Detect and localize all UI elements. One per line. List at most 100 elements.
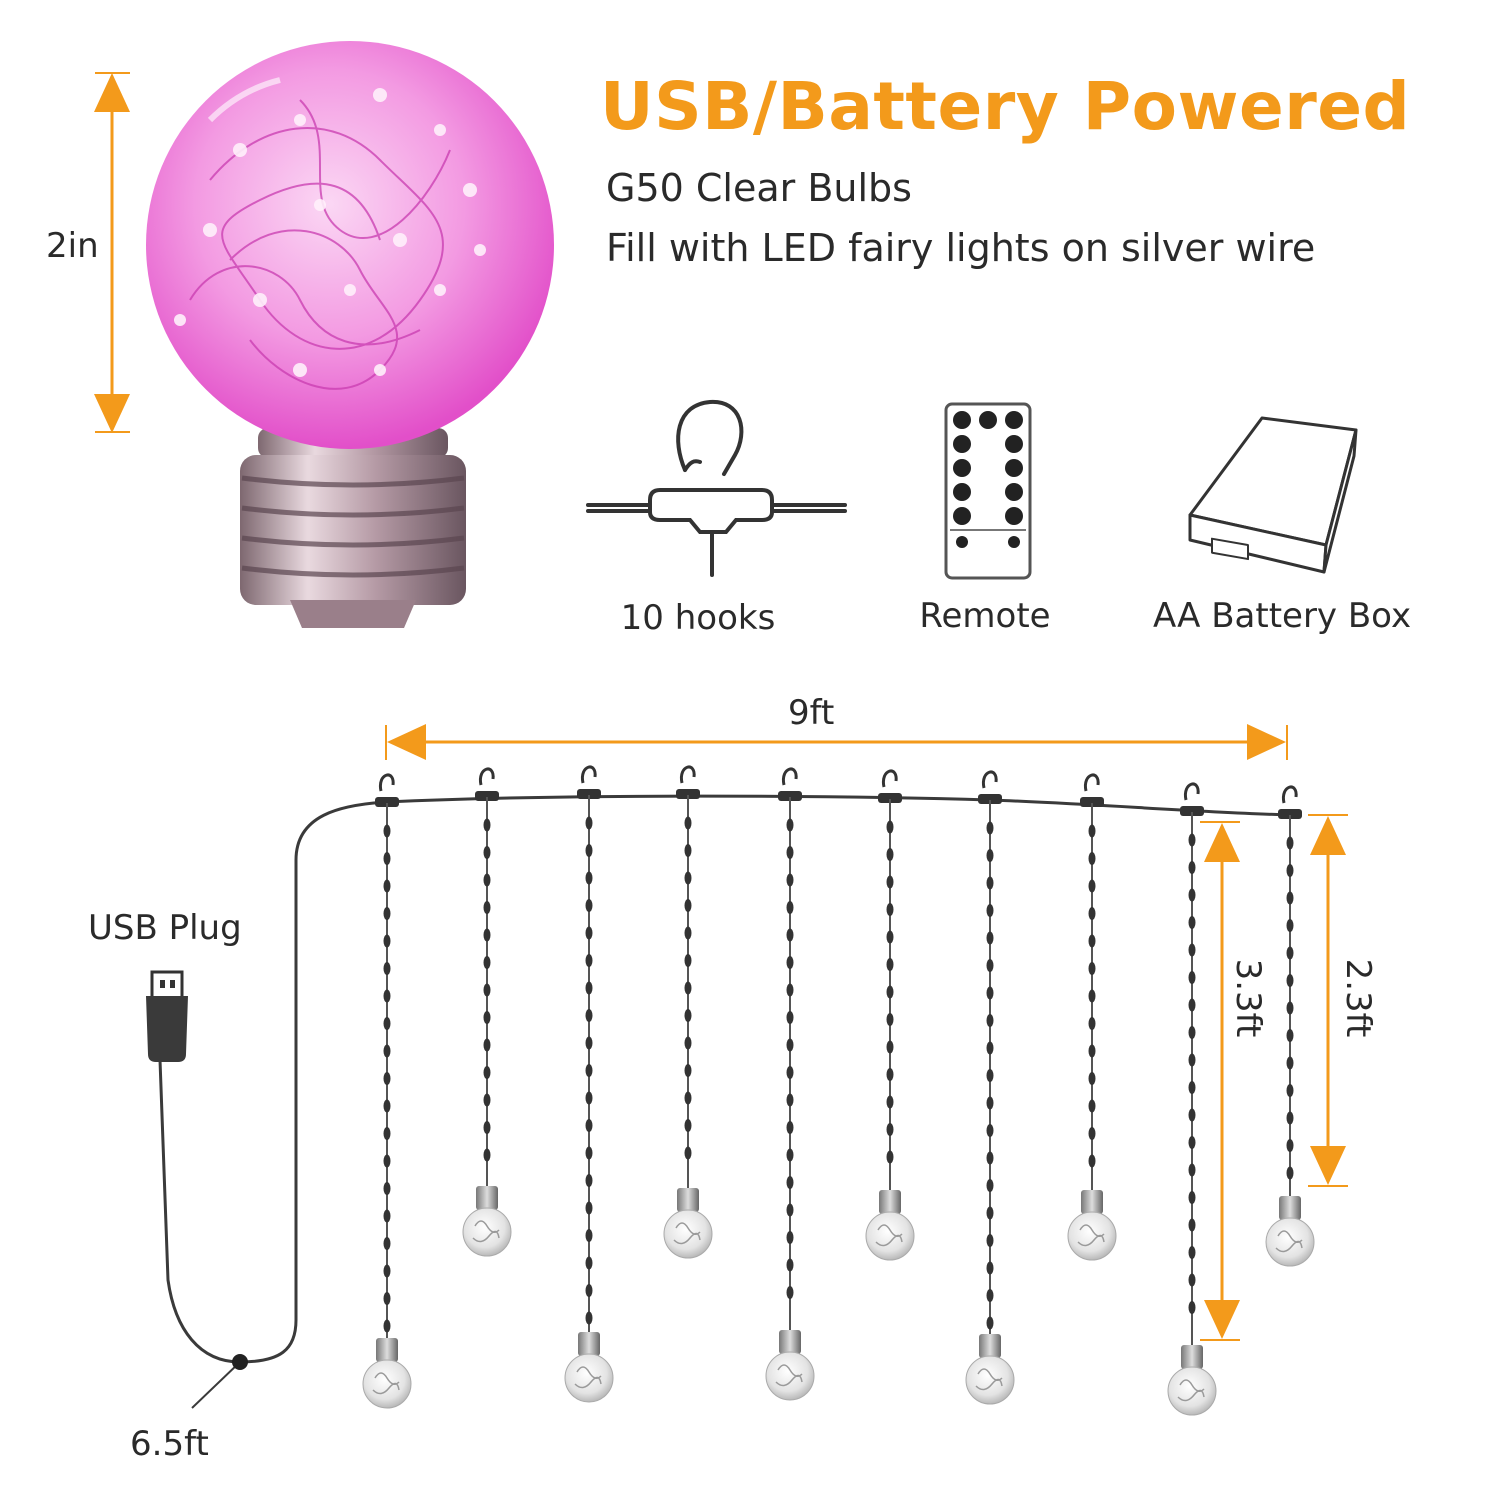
strand-7	[965, 770, 1015, 1405]
led-bead	[1088, 852, 1096, 865]
led-bead	[786, 1093, 794, 1107]
led-bead	[886, 875, 894, 889]
led-bead	[1188, 861, 1196, 874]
led-bead	[986, 876, 994, 890]
led-bead	[886, 1123, 894, 1136]
led-bead	[383, 1072, 391, 1085]
bulb-height-label: 2in	[46, 226, 99, 266]
led-bead	[1188, 1053, 1196, 1067]
strand-8	[1067, 773, 1117, 1261]
strand-2	[462, 767, 512, 1257]
led-bead	[585, 1229, 593, 1242]
cable-split-dot	[232, 1354, 248, 1370]
mini-bulb-icon	[965, 1334, 1015, 1405]
led-bead	[483, 901, 491, 914]
mini-bulb-icon	[362, 1338, 412, 1409]
led-bead	[1188, 1273, 1196, 1287]
led-bead	[786, 818, 794, 832]
hook-icon	[679, 765, 696, 784]
led-bead	[1188, 1191, 1196, 1204]
led-bead	[1188, 1301, 1196, 1314]
battery-box-caption: AA Battery Box	[1152, 596, 1412, 636]
led-bead	[585, 871, 593, 885]
hook-icon	[781, 767, 798, 786]
led-bead	[986, 1041, 994, 1055]
led-bead	[483, 1093, 491, 1107]
led-bead	[585, 844, 593, 857]
led-bead	[786, 956, 794, 969]
led-bead	[383, 879, 391, 893]
led-bead	[1088, 824, 1096, 838]
led-bead	[585, 1311, 593, 1325]
led-bead	[585, 1174, 593, 1187]
led-bead	[585, 1091, 593, 1105]
strand-4	[663, 765, 713, 1259]
led-bead	[1188, 1246, 1196, 1259]
led-bead	[684, 1146, 692, 1160]
led-bead	[1088, 1099, 1096, 1113]
led-bead	[1188, 916, 1196, 929]
led-bead	[1088, 934, 1096, 948]
led-bead	[684, 871, 692, 885]
feature-clear-bulbs: G50 Clear Bulbs	[606, 166, 912, 210]
led-bead	[585, 1064, 593, 1077]
led-bead	[483, 1148, 491, 1162]
hook-icon	[881, 769, 898, 788]
led-bead	[986, 1234, 994, 1247]
battery-box-icon	[1188, 416, 1358, 574]
led-bead	[786, 901, 794, 914]
strand-1	[362, 773, 412, 1409]
led-bead	[585, 899, 593, 912]
led-bead	[383, 1127, 391, 1140]
hook-icon	[586, 399, 847, 577]
main-wire	[158, 794, 1291, 1409]
mini-bulb-icon	[1167, 1345, 1217, 1416]
led-bead	[1188, 1026, 1196, 1039]
led-bead	[886, 1068, 894, 1081]
led-bead	[786, 873, 794, 887]
led-bead	[786, 1011, 794, 1024]
led-bead	[886, 820, 894, 834]
led-bead	[986, 1014, 994, 1027]
curtain-width-label: 9ft	[788, 693, 835, 733]
led-bead	[986, 904, 994, 917]
strand-3	[564, 765, 614, 1403]
led-bead	[1188, 1108, 1196, 1122]
led-bead	[585, 1036, 593, 1050]
led-bead	[1188, 888, 1196, 902]
strand-5	[765, 767, 815, 1401]
hook-icon	[478, 767, 495, 786]
hook-clip	[475, 791, 499, 801]
led-bead	[1088, 1044, 1096, 1058]
led-bead	[1286, 836, 1294, 850]
strand-6	[865, 769, 915, 1261]
mini-bulb-icon	[564, 1332, 614, 1403]
mini-bulb-icon	[765, 1330, 815, 1401]
led-bead	[684, 926, 692, 940]
led-bead	[585, 1201, 593, 1215]
led-bead	[786, 983, 794, 997]
mini-bulb-icon	[1265, 1196, 1315, 1267]
led-bead	[986, 849, 994, 862]
hook-clip	[878, 793, 902, 803]
width-dimension	[385, 724, 1288, 760]
led-bead	[684, 1036, 692, 1050]
led-bead	[1088, 1127, 1096, 1140]
led-bead	[886, 930, 894, 944]
led-bead	[786, 1176, 794, 1189]
led-bead	[684, 1009, 692, 1022]
led-bead	[986, 1316, 994, 1330]
led-bead	[483, 1038, 491, 1052]
led-bead	[483, 846, 491, 859]
led-bead	[986, 1069, 994, 1082]
led-bead	[483, 1011, 491, 1024]
led-bead	[986, 1179, 994, 1192]
led-bead	[1286, 946, 1294, 960]
hook-icon	[981, 770, 998, 789]
led-bead	[383, 1099, 391, 1113]
hook-clip	[1080, 797, 1104, 807]
led-bead	[886, 1040, 894, 1054]
led-bead	[1188, 943, 1196, 957]
led-bead	[684, 816, 692, 830]
led-bead	[986, 1096, 994, 1110]
